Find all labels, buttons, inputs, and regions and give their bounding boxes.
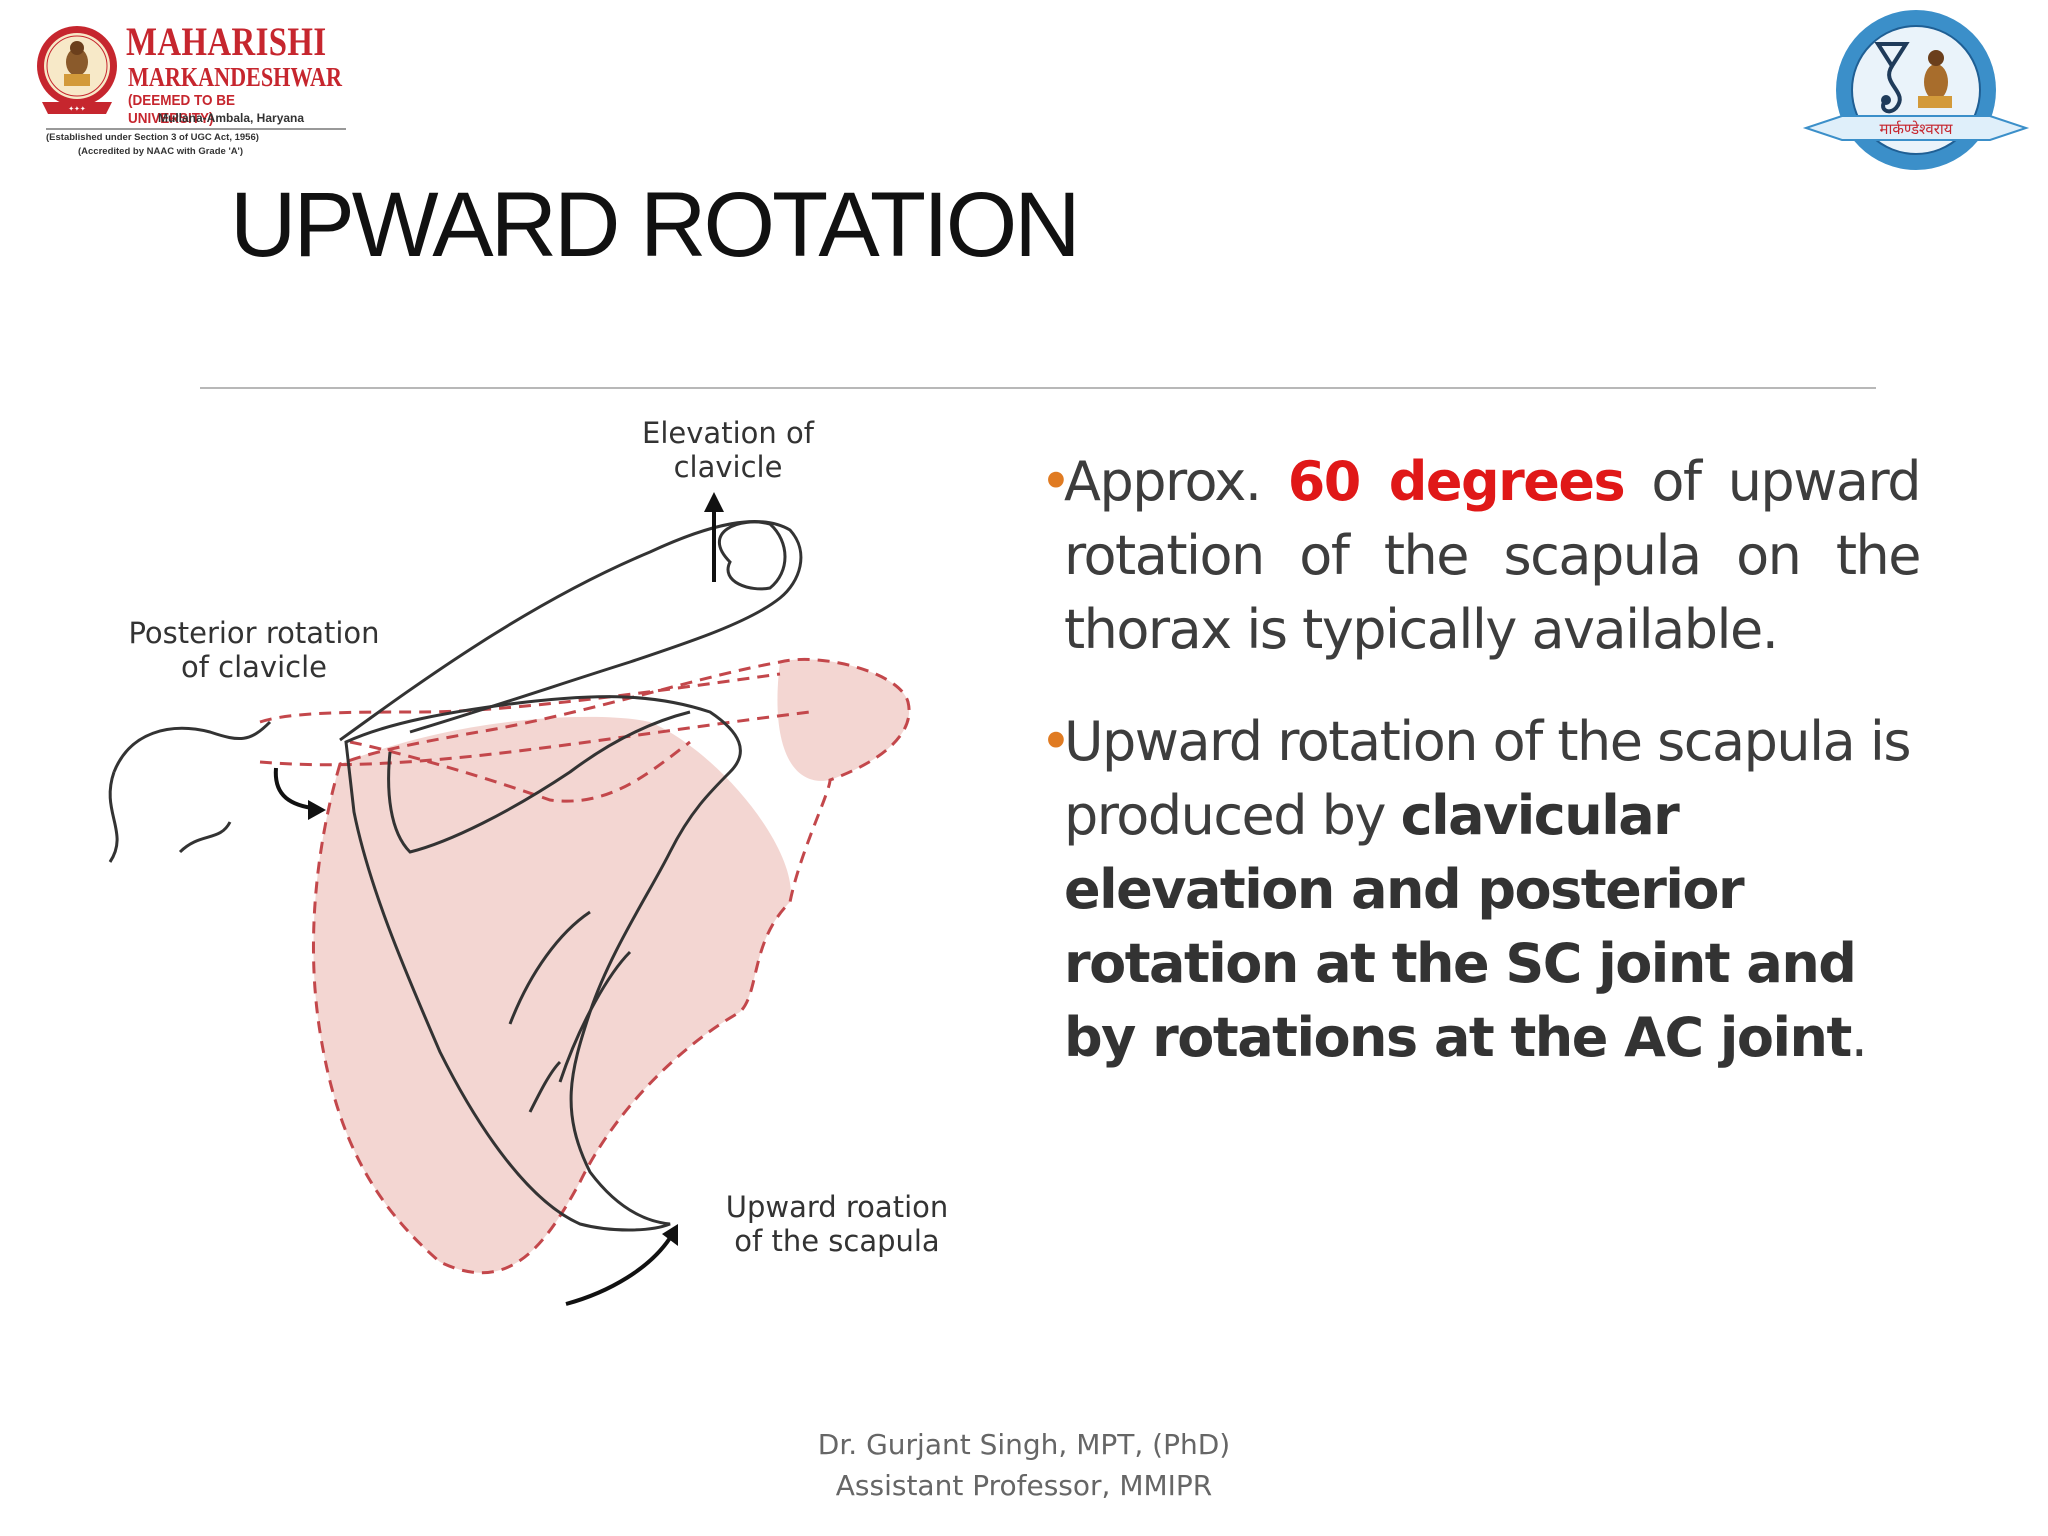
label-upward-line1: Upward roation	[725, 1190, 949, 1224]
logo-name-line1: MAHARISHI	[126, 19, 327, 64]
thorax-line	[112, 720, 272, 773]
bullet-dot-icon: •	[1040, 450, 1072, 513]
university-logo: ✦✦✦ MAHARISHI MARKANDESHWAR (DEEMED TO B…	[34, 18, 346, 168]
bullet1-highlight: 60 degrees	[1287, 450, 1626, 513]
logo-established: (Established under Section 3 of UGC Act,…	[46, 132, 259, 143]
label-elevation-line2: clavicle	[673, 450, 783, 484]
label-elevation-of-clavicle: Elevation of clavicle	[608, 416, 848, 484]
label-posterior-line1: Posterior rotation	[128, 616, 380, 650]
label-upward-rotation: Upward roation of the scapula	[712, 1190, 962, 1258]
slide-footer: Dr. Gurjant Singh, MPT, (PhD) Assistant …	[724, 1424, 1324, 1506]
logo-accredited: (Accredited by NAAC with Grade 'A')	[78, 146, 243, 157]
bullet1-text: Approx.	[1064, 450, 1288, 513]
logo-name-line2: MARKANDESHWAR	[128, 62, 343, 92]
slide-title: UPWARD ROTATION	[230, 174, 1081, 276]
bullet2-bold: clavicular elevation and posterior rotat…	[1064, 784, 1857, 1069]
posterior-rotation-arrow	[273, 767, 313, 810]
label-elevation-line1: Elevation of	[642, 416, 814, 450]
scapula-diagram: Elevation of clavicle Posterior rotation…	[90, 412, 990, 1342]
svg-text:✦✦✦: ✦✦✦	[68, 105, 86, 113]
bullet-item-2: •Upward rotation of the scapula is produ…	[1040, 705, 1920, 1075]
scapula-drawing	[108, 492, 911, 1306]
logo-divider	[46, 128, 346, 130]
footer-author: Dr. Gurjant Singh, MPT, (PhD)	[817, 1428, 1231, 1461]
label-posterior-line2: of clavicle	[180, 650, 327, 684]
institute-logo: मार्कण्डेश्वराय	[1802, 10, 2030, 170]
rotated-scapula-shade	[313, 716, 791, 1273]
university-seal-icon: ✦✦✦	[37, 26, 117, 114]
rotated-clavicle-outline	[259, 672, 781, 724]
institute-logo-ribbon-text: मार्कण्डेश्वराय	[1880, 120, 1953, 138]
footer-position: Assistant Professor, MMIPR	[835, 1469, 1213, 1502]
bullet-dot-icon: •	[1040, 710, 1072, 773]
bullet2-text: Upward rotation of the scapula is produc…	[1064, 710, 1911, 847]
acromion-shade	[777, 659, 910, 781]
label-upward-line2: of the scapula	[734, 1224, 940, 1258]
bullet2-text-end: .	[1850, 1006, 1868, 1069]
logo-name-line3: (DEEMED TO BE UNIVERSITY)	[128, 92, 236, 127]
scapula-outline	[344, 695, 742, 1232]
bullet1-text-end: of upward rotation of the scapula on the…	[1064, 450, 1922, 661]
logo-location: Mullana-Ambala, Haryana	[158, 111, 305, 125]
clavicle-outline	[339, 519, 803, 742]
bullet-list: •Approx. 60 degrees of upward rotation o…	[1040, 445, 1922, 1075]
rotated-scapula-outline	[311, 657, 911, 1275]
title-divider	[200, 387, 1876, 389]
upward-rotation-arrow	[565, 1236, 672, 1306]
bullet-item-1: •Approx. 60 degrees of upward rotation o…	[1040, 445, 1922, 667]
label-posterior-rotation: Posterior rotation of clavicle	[104, 616, 404, 684]
